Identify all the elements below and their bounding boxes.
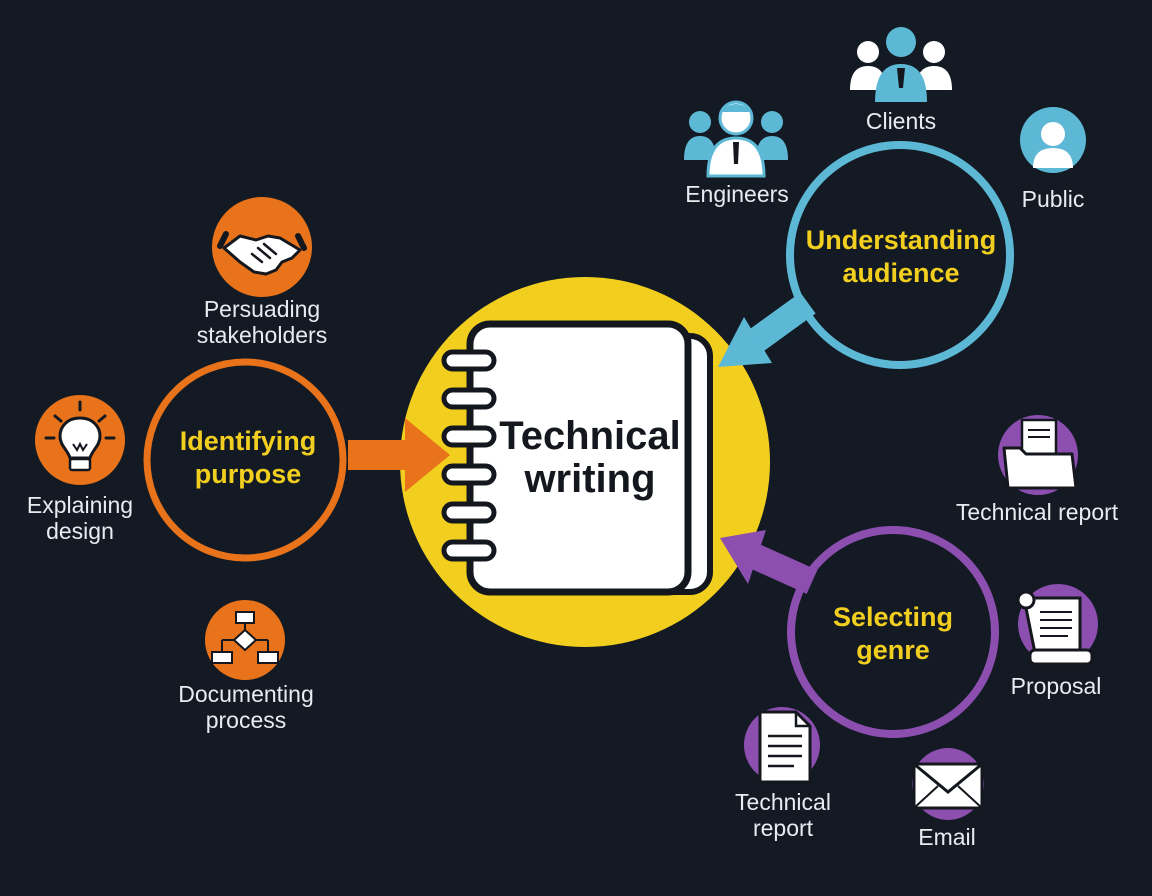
documenting-process-label: Documenting process (178, 681, 314, 733)
persuading-line2: stakeholders (196, 322, 328, 348)
explaining-line1: Explaining (26, 492, 134, 518)
center-title-line2: writing (524, 457, 656, 501)
documenting-line2: process (205, 707, 287, 733)
documenting-line1: Documenting (178, 681, 314, 707)
email-label: Email (918, 824, 976, 850)
explaining-design-label: Explaining design (27, 492, 133, 544)
handshake-icon (212, 197, 312, 297)
persuading-stakeholders-label: Persuading stakeholders (197, 296, 327, 348)
public-label: Public (1021, 186, 1085, 212)
envelope-icon (912, 748, 984, 820)
people-group-icon (850, 27, 952, 102)
person-icon (1020, 107, 1086, 173)
purpose-hub-line1: Identifying (179, 426, 317, 456)
purpose-hub-label: Identifying purpose (180, 425, 317, 491)
technical-report-bottom-line2: report (752, 815, 814, 841)
clients-label: Clients (865, 108, 937, 134)
genre-hub-line1: Selecting (832, 602, 954, 632)
audience-arrow (718, 292, 816, 367)
audience-hub-line1: Understanding (805, 225, 997, 255)
folder-icon (998, 415, 1078, 495)
lightbulb-icon (35, 395, 125, 485)
genre-hub-ring (787, 526, 999, 738)
center-title: Technical writing (499, 415, 681, 501)
technical-report-bottom-label: Technical report (735, 789, 831, 841)
genre-hub-label: Selecting genre (833, 601, 953, 667)
audience-hub-ring (786, 141, 1014, 369)
flowchart-icon (205, 600, 285, 680)
purpose-hub-ring (143, 358, 347, 562)
persuading-line1: Persuading (203, 296, 321, 322)
genre-hub-line2: genre (856, 635, 930, 665)
engineers-label: Engineers (685, 181, 789, 207)
notebook-icon (441, 320, 713, 596)
technical-report-bottom-line1: Technical (735, 789, 831, 815)
technical-report-top-label: Technical report (955, 499, 1119, 525)
explaining-line2: design (46, 518, 114, 544)
engineers-icon (684, 100, 788, 178)
purpose-arrow (348, 418, 450, 492)
purpose-hub-line2: purpose (194, 459, 302, 489)
scroll-icon (1016, 584, 1098, 666)
document-icon (744, 707, 820, 784)
audience-hub-label: Understanding audience (806, 224, 997, 290)
center-title-line1: Technical (499, 414, 681, 458)
audience-hub-line2: audience (842, 258, 960, 288)
proposal-label: Proposal (1010, 673, 1102, 699)
genre-arrow (720, 530, 818, 594)
